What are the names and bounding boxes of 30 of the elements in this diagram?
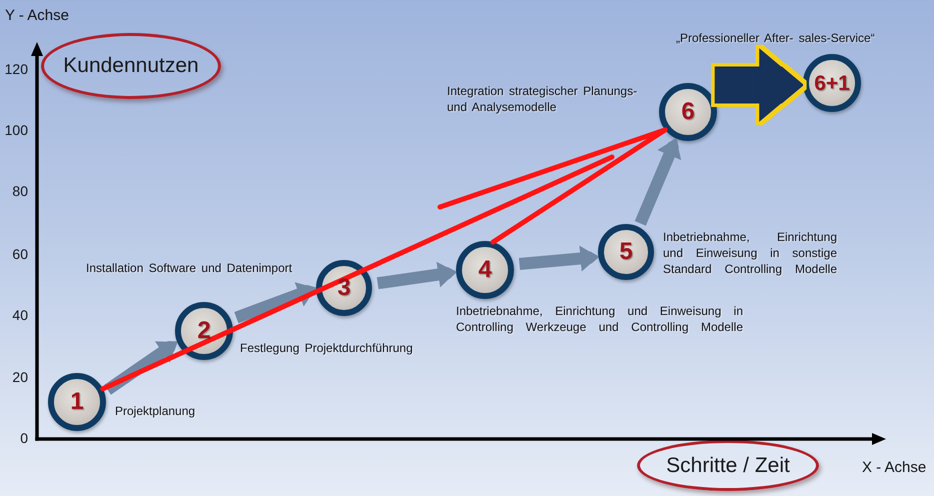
step-description: Inbetriebnahme, Einrichtung und Einweisung in sonstige Standard Controlling Modelle [663,229,837,277]
step-description: Installation Software und Datenimport [86,260,292,276]
step-number: 6+1 [814,72,850,94]
step-description: Integration strategischer Planungs- und Analysemodelle [447,83,638,115]
axis-tick-label: 120 [4,60,28,78]
axis-label: Y - Achse [5,7,69,25]
highlight-ellipse [637,440,819,491]
step-description: Inbetriebnahme, Einrichtung und Einweisung in Controlling Werkzeuge und Controlling Modelle [456,303,743,335]
axis-label: X - Achse [862,459,926,477]
pen-stroke [490,127,668,245]
step-number: 4 [478,258,492,282]
step-number: 6 [681,100,695,124]
step-number: 3 [337,276,351,300]
axis-tick-label: 100 [4,121,28,139]
step-description: Projektplanung [115,403,196,419]
highlight-ellipse [41,33,221,99]
step-description: „Professioneller After- sales-Service“ [676,30,875,46]
axis-tick-label: 40 [12,306,28,324]
step-description: Festlegung Projektdurchführung [240,340,413,356]
axis-tick-label: 60 [12,245,28,263]
step-number: 5 [619,240,633,264]
axis-tick-label: 0 [20,429,28,447]
axis-tick-label: 80 [12,182,28,200]
axis-title: Schritte / Zeit [666,454,790,478]
axis-title: Kundennutzen [63,54,199,78]
pen-stroke [438,127,668,210]
step-number: 2 [197,319,211,343]
pen-stroke [100,154,614,392]
axis-tick-label: 20 [12,368,28,386]
step-number: 1 [70,390,84,414]
